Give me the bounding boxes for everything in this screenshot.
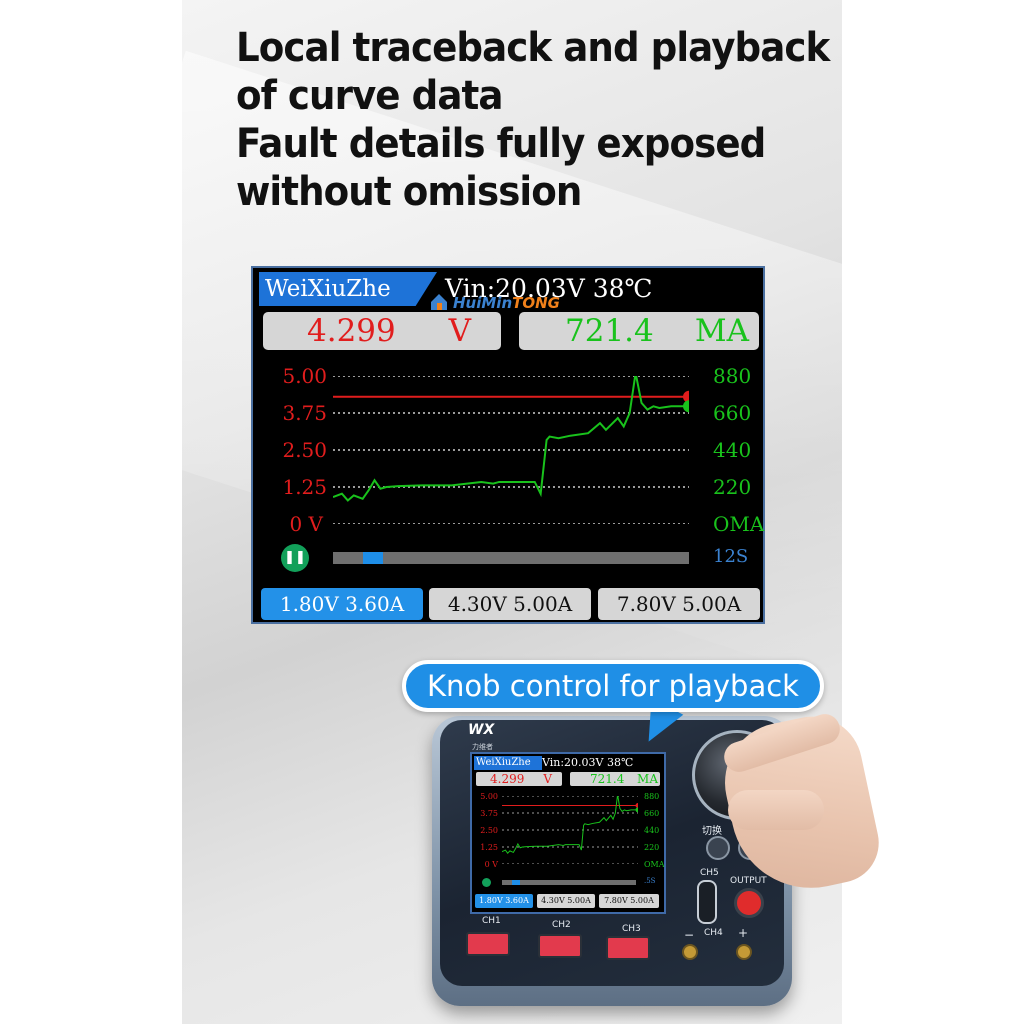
voltage-end-marker — [635, 803, 638, 809]
current-end-marker — [635, 807, 638, 813]
ch2-label: CH2 — [552, 920, 571, 930]
watermark: HuiMinTONG — [453, 294, 560, 312]
usb-a-port-ch2 — [538, 934, 582, 958]
mini-pause-button[interactable] — [482, 878, 491, 887]
watermark-text-a: HuiMin — [453, 294, 513, 312]
curve-plot — [333, 376, 689, 524]
mini-right-tick-4: OMA — [644, 860, 665, 869]
current-unit: MA — [694, 313, 749, 349]
usb-a-port-ch3 — [606, 936, 650, 960]
headline-line-2: of curve data — [236, 73, 503, 119]
pause-icon: ❚❚ — [284, 550, 306, 565]
voltage-end-marker — [683, 390, 689, 403]
mini-vin: Vin:20.03V 38℃ — [542, 756, 634, 769]
mini-current-unit: MA — [637, 772, 658, 786]
device-logo-sub: 力维者 — [472, 743, 493, 751]
headline: Local traceback and playback of curve da… — [236, 24, 830, 216]
ch1-label: CH1 — [482, 916, 501, 926]
headline-line-4: without omission — [236, 169, 582, 215]
mini-voltage-unit: V — [543, 772, 552, 786]
plus-label: + — [738, 926, 749, 940]
mini-time-label: .5S — [644, 877, 656, 885]
current-series-line — [333, 376, 689, 502]
current-value: 721.4 — [565, 313, 654, 349]
right-tick-3: 220 — [713, 475, 752, 499]
voltage-box: 4.299 V — [263, 312, 501, 350]
binding-post-plus — [736, 944, 752, 960]
left-tick-3: 1.25 — [282, 475, 327, 499]
binding-post-minus — [682, 944, 698, 960]
mini-left-tick-0: 5.00 — [480, 792, 498, 801]
mini-voltage-box: 4.299 V — [476, 772, 562, 786]
mini-left-tick-2: 2.50 — [480, 826, 498, 835]
mini-right-tick-2: 440 — [644, 826, 660, 835]
ch4-label: CH4 — [704, 928, 723, 938]
mini-scrub-position — [512, 880, 520, 885]
mini-right-tick-3: 220 — [644, 843, 660, 852]
minus-label: − — [684, 928, 695, 942]
playback-scrubber[interactable] — [333, 552, 689, 564]
left-tick-4: 0 V — [289, 512, 323, 536]
voltage-unit: V — [448, 313, 471, 349]
mini-left-tick-4: 0 V — [484, 860, 498, 869]
right-tick-2: 440 — [713, 438, 752, 462]
thumb — [728, 790, 824, 830]
playback-position[interactable] — [362, 552, 383, 564]
switch-button[interactable] — [706, 836, 730, 860]
left-tick-2: 2.50 — [282, 438, 327, 462]
brand-label: WeiXiuZhe — [259, 272, 437, 306]
usb-c-port — [697, 880, 717, 924]
current-box: 721.4 MA — [519, 312, 759, 350]
right-tick-4: OMA — [713, 512, 765, 536]
current-end-marker — [683, 400, 689, 413]
device-screen: WeiXiuZhe Vin:20.03V 38℃ 4.299 V 721.4 M… — [470, 752, 666, 914]
left-tick-1: 3.75 — [282, 401, 327, 425]
output-button[interactable] — [734, 888, 764, 918]
mini-left-tick-1: 3.75 — [480, 809, 498, 818]
headline-line-1: Local traceback and playback — [236, 25, 830, 71]
output-label: OUTPUT — [730, 876, 767, 886]
house-logo-icon — [431, 294, 447, 310]
usb-a-port-ch1 — [466, 932, 510, 956]
mini-right-tick-1: 660 — [644, 809, 660, 818]
mini-curve-plot — [502, 796, 638, 864]
device-logo: WX — [468, 722, 495, 738]
right-tick-0: 880 — [713, 364, 752, 388]
main-screen: WeiXiuZhe Vin:20.03V 38℃ HuiMinTONG 4.29… — [251, 266, 765, 624]
mini-preset-2[interactable]: 4.30V 5.00A — [537, 894, 595, 908]
mini-brand: WeiXiuZhe — [474, 756, 542, 770]
watermark-text-b: TONG — [512, 294, 560, 312]
time-window-label: 12S — [713, 546, 749, 567]
mini-right-tick-0: 880 — [644, 792, 660, 801]
switch-label: 切换 — [702, 826, 722, 837]
mini-preset-1[interactable]: 1.80V 3.60A — [475, 894, 533, 908]
preset-button-1[interactable]: 1.80V 3.60A — [261, 588, 423, 620]
vin-readout: Vin:20.03V 38℃ — [445, 274, 653, 303]
pause-button[interactable]: ❚❚ — [281, 544, 309, 572]
mini-preset-3[interactable]: 7.80V 5.00A — [599, 894, 659, 908]
preset-button-3[interactable]: 7.80V 5.00A — [598, 588, 760, 620]
voltage-value: 4.299 — [307, 313, 396, 349]
ch5-label: CH5 — [700, 868, 719, 878]
mini-current-box: 721.4 MA — [570, 772, 660, 786]
right-tick-1: 660 — [713, 401, 752, 425]
mini-scrubber[interactable] — [502, 880, 636, 885]
left-tick-0: 5.00 — [282, 364, 327, 388]
mini-current-value: 721.4 — [590, 772, 625, 786]
mini-left-tick-3: 1.25 — [480, 843, 498, 852]
preset-button-2[interactable]: 4.30V 5.00A — [429, 588, 591, 620]
ch3-label: CH3 — [622, 924, 641, 934]
current-series-line — [502, 796, 638, 854]
mini-voltage-value: 4.299 — [490, 772, 525, 786]
callout-bubble: Knob control for playback — [402, 660, 824, 712]
headline-line-3: Fault details fully exposed — [236, 121, 766, 167]
